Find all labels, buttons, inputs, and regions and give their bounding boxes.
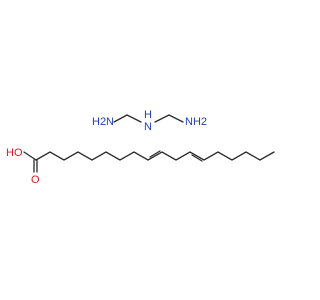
amine-nitrogen: N [144,121,152,133]
amino-group-right: NH2 [185,116,207,128]
fatty-acid-structure: HO O [6,147,275,186]
bond [191,154,203,162]
bond [154,114,170,123]
amino-group-left: H2N [92,116,114,128]
bond [126,114,142,123]
carbon-chain [35,151,275,161]
bond [113,114,128,123]
bond [149,150,161,158]
hydroxyl-group: HO [6,147,23,159]
structure-canvas: H2N H N NH2 HO O [6,109,275,186]
carbonyl-oxygen: O [31,174,40,186]
bond [23,151,37,161]
amine-hydrogen: H [144,109,152,121]
bond [168,114,184,123]
amine-structure: H2N H N NH2 [92,109,207,133]
